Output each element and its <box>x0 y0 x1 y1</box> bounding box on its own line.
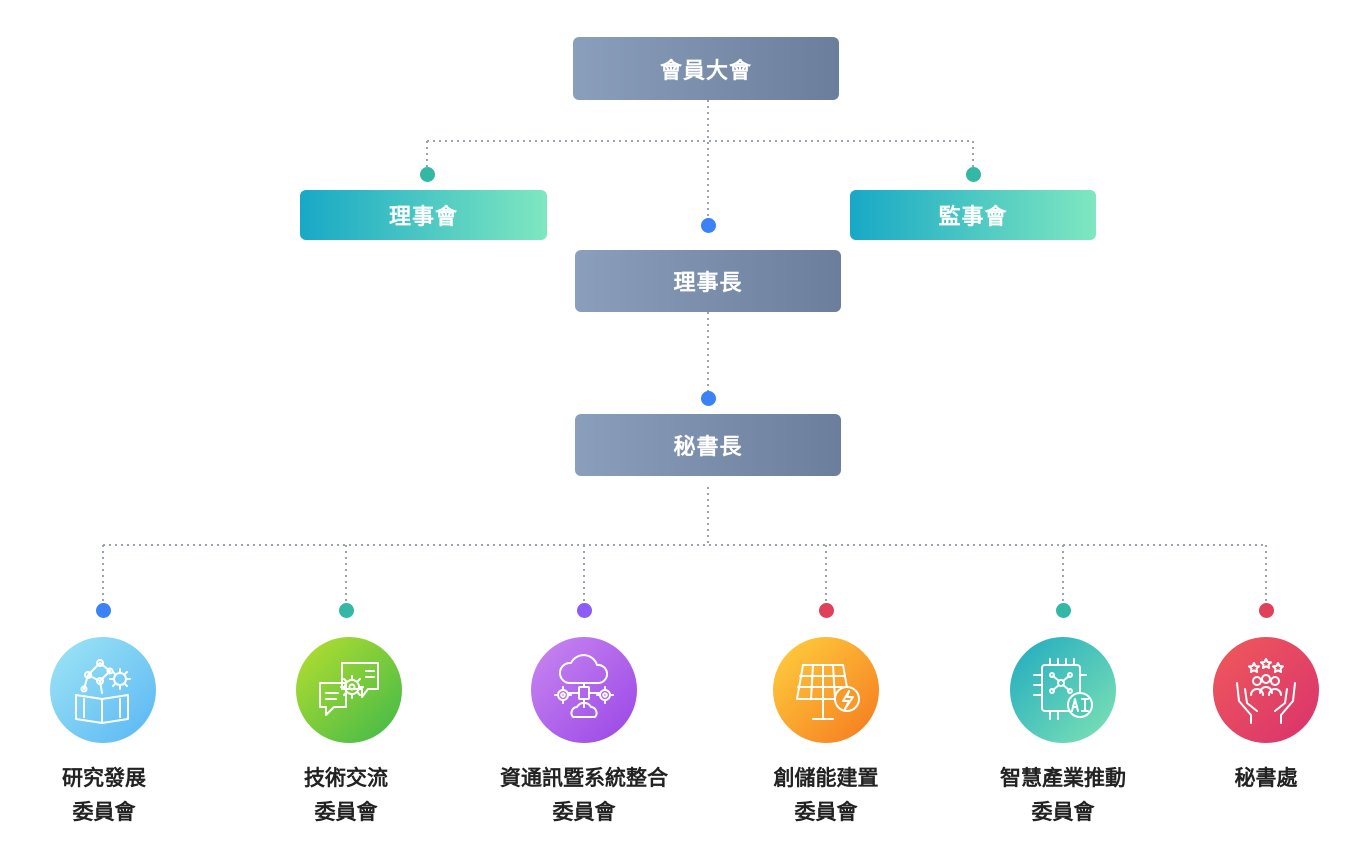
committee-5-line2: 委員會 <box>1031 800 1095 824</box>
general-assembly-box: 會員大會 <box>573 37 839 100</box>
committee-2-label: 技術交流 委員會 <box>236 761 456 829</box>
connector-dot-committee-2 <box>339 603 354 618</box>
committee-6-label: 秘書處 <box>1156 761 1360 795</box>
committee-2-circle <box>296 637 402 743</box>
connector-dot-board <box>420 167 435 182</box>
connector-dot-chairman <box>701 218 716 233</box>
connector-dot-committee-1 <box>96 603 111 618</box>
board-label: 理事會 <box>388 205 458 230</box>
committee-1-line2: 委員會 <box>72 800 136 824</box>
book-brain-gear-icon <box>75 659 131 724</box>
connector-dot-committee-6 <box>1259 603 1274 618</box>
chat-bubbles-gear-icon <box>319 662 379 716</box>
committee-4-line1: 創儲能建置 <box>773 766 879 790</box>
connector-dot-committee-5 <box>1056 603 1071 618</box>
committee-1-circle <box>50 637 156 743</box>
committee-2-line1: 技術交流 <box>304 766 388 790</box>
supervisors-box: 監事會 <box>850 190 1096 240</box>
board-box: 理事會 <box>300 190 547 240</box>
committee-4-line2: 委員會 <box>794 800 858 824</box>
general-assembly-label: 會員大會 <box>659 58 752 84</box>
committee-5-label: 智慧產業推動 委員會 <box>953 761 1173 829</box>
chairman-label: 理事長 <box>673 271 743 296</box>
connector-dot-committee-3 <box>577 603 592 618</box>
cloud-network-gears-icon <box>554 654 614 718</box>
connector-dot-supervisors <box>966 167 981 182</box>
solar-panel-bolt-icon <box>796 664 860 720</box>
supervisors-label: 監事會 <box>938 205 1008 230</box>
committee-1-line1: 研究發展 <box>62 766 146 790</box>
committee-3-line1: 資通訊暨系統整合 <box>500 766 668 790</box>
committee-6-circle <box>1213 637 1319 743</box>
committee-4-circle <box>773 637 879 743</box>
committee-5-circle <box>1010 637 1116 743</box>
committee-6-line1: 秘書處 <box>1234 766 1298 790</box>
committee-3-line2: 委員會 <box>552 800 616 824</box>
committee-4-label: 創儲能建置 委員會 <box>716 761 936 829</box>
connector-dot-committee-4 <box>819 603 834 618</box>
chairman-box: 理事長 <box>575 250 841 312</box>
committee-1-label: 研究發展 委員會 <box>0 761 214 829</box>
committee-5-line1: 智慧產業推動 <box>1000 766 1126 790</box>
ai-chip-icon <box>1033 658 1093 720</box>
secretary-general-box: 秘書長 <box>575 414 841 476</box>
committee-3-circle <box>531 637 637 743</box>
committee-2-line2: 委員會 <box>314 800 378 824</box>
committee-3-label: 資通訊暨系統整合 委員會 <box>474 761 694 829</box>
hands-people-stars-icon <box>1236 658 1296 724</box>
connector-dot-secretary-general <box>701 391 716 406</box>
secretary-general-label: 秘書長 <box>673 435 743 460</box>
